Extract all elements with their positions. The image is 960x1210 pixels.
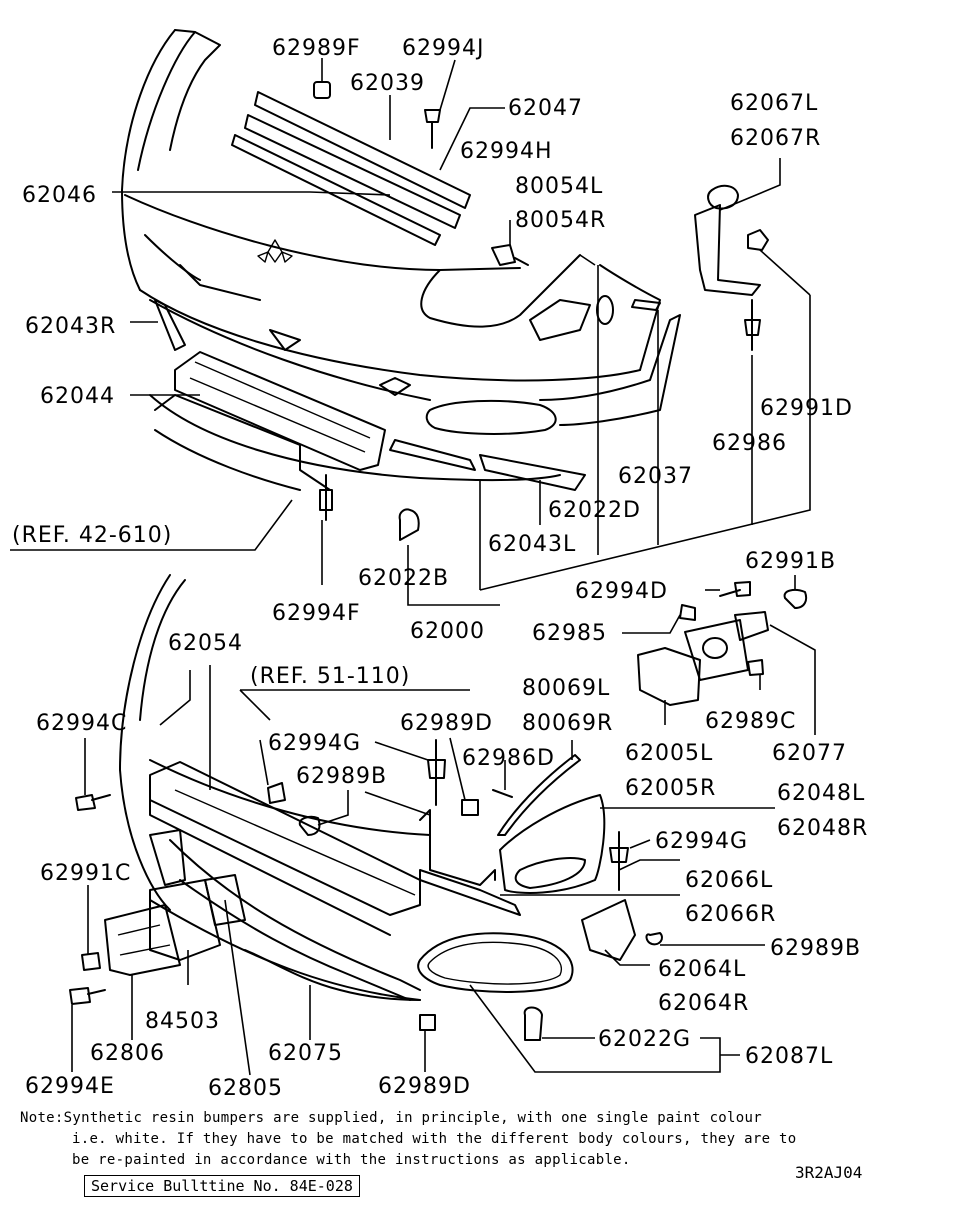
label-62000: 62000 — [410, 619, 485, 644]
label-62991D: 62991D — [760, 396, 853, 421]
label-62039: 62039 — [350, 71, 425, 96]
label-62048L: 62048L — [777, 781, 865, 806]
label-62994J: 62994J — [402, 36, 484, 61]
side-bracket-drawing — [694, 184, 769, 296]
label-62075: 62075 — [268, 1041, 343, 1066]
label-62064L: 62064L — [658, 957, 746, 982]
label-62022B: 62022B — [358, 566, 449, 591]
label-62991B: 62991B — [745, 549, 836, 574]
label-62994F: 62994F — [272, 601, 361, 626]
ref-51-110: (REF. 51-110) — [250, 664, 410, 689]
side-moldings-drawing — [154, 299, 586, 491]
label-62067R: 62067R — [730, 126, 821, 151]
label-62037: 62037 — [618, 464, 693, 489]
label-62989B-left: 62989B — [296, 764, 387, 789]
label-62054: 62054 — [168, 631, 243, 656]
label-80054L: 80054L — [515, 174, 603, 199]
grille-plate-drawing — [154, 351, 386, 491]
part-labels: 62989F 62994J 62039 62047 62067L 62067R … — [12, 36, 868, 1101]
label-62048R: 62048R — [777, 816, 868, 841]
fog-lamp-bezel-drawing — [417, 899, 663, 993]
label-62077: 62077 — [772, 741, 847, 766]
label-80054R: 80054R — [515, 208, 606, 233]
label-62005L: 62005L — [625, 741, 713, 766]
label-80069L: 80069L — [522, 676, 610, 701]
service-bulletin-box: Service Bullttine No. 84E-028 — [84, 1175, 360, 1197]
upper-fasteners-drawing — [313, 81, 761, 541]
label-62989F-top: 62989F — [272, 36, 361, 61]
label-62985: 62985 — [532, 621, 607, 646]
label-62994G-left: 62994G — [268, 731, 361, 756]
label-62067L: 62067L — [730, 91, 818, 116]
leader-lines — [10, 58, 816, 1076]
label-62066R: 62066R — [685, 902, 776, 927]
label-62043L: 62043L — [488, 532, 576, 557]
label-84503: 84503 — [145, 1009, 220, 1034]
label-62991C: 62991C — [40, 861, 131, 886]
note-line-1: Note:Synthetic resin bumpers are supplie… — [20, 1110, 762, 1126]
label-62806: 62806 — [90, 1041, 165, 1066]
lower-side-bracket-drawing — [497, 754, 606, 894]
grille-strips-drawing — [231, 91, 471, 246]
license-bracket-drawing — [104, 829, 246, 976]
note-line-2: i.e. white. If they have to be matched w… — [72, 1131, 797, 1147]
label-62994H: 62994H — [460, 139, 553, 164]
label-62064R: 62064R — [658, 991, 749, 1016]
label-62989B-right: 62989B — [770, 936, 861, 961]
note-line-3: be re-painted in accordance with the ins… — [72, 1152, 631, 1168]
label-62994G-right: 62994G — [655, 829, 748, 854]
label-62066L: 62066L — [685, 868, 773, 893]
label-62989D-bottom: 62989D — [378, 1074, 471, 1099]
bumper-reinforcement-drawing — [119, 574, 521, 1001]
label-62022G: 62022G — [598, 1027, 691, 1052]
label-62994D: 62994D — [575, 579, 668, 604]
label-62005R: 62005R — [625, 776, 716, 801]
label-62994E: 62994E — [25, 1074, 115, 1099]
label-62805: 62805 — [208, 1076, 283, 1101]
drawing-code: 3R2AJ04 — [795, 1163, 863, 1182]
front-bumper-cover-drawing — [121, 29, 681, 482]
label-62043R: 62043R — [25, 314, 116, 339]
label-62022D: 62022D — [548, 498, 641, 523]
label-80069R: 80069R — [522, 711, 613, 736]
label-62994C: 62994C — [36, 711, 127, 736]
bumper-stay-drawing — [637, 581, 808, 706]
label-62986: 62986 — [712, 431, 787, 456]
label-62087L: 62087L — [745, 1044, 833, 1069]
label-62046: 62046 — [22, 183, 97, 208]
label-62044: 62044 — [40, 384, 115, 409]
lower-fasteners-drawing — [69, 739, 629, 1041]
label-62989C: 62989C — [705, 709, 796, 734]
label-62986D: 62986D — [462, 746, 555, 771]
ref-42-610: (REF. 42-610) — [12, 523, 172, 548]
label-62047: 62047 — [508, 96, 583, 121]
label-62989D-top: 62989D — [400, 711, 493, 736]
